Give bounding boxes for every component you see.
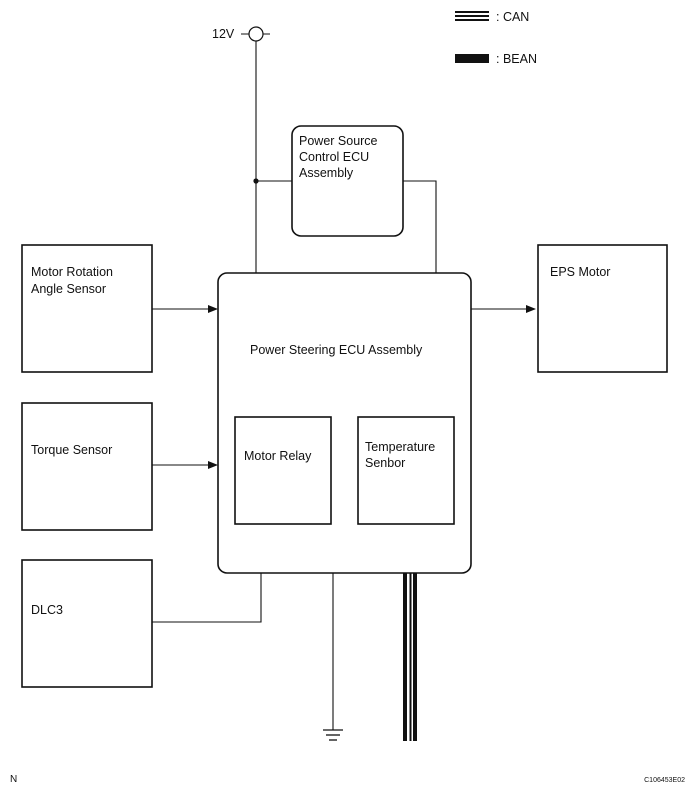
figure-code: C106453E02	[644, 777, 685, 784]
temperature-sensor-box: Temperature Senbor	[357, 416, 455, 525]
power-supply-symbol: 12V	[212, 26, 270, 42]
bus-bundle	[403, 573, 417, 741]
bean-legend-symbol	[455, 54, 489, 63]
motor-rotation-angle-sensor-label: Motor Rotation Angle Sensor	[31, 265, 116, 296]
ground-icon	[323, 729, 343, 741]
power-steering-ecu-label: Power Steering ECU Assembly	[250, 343, 423, 357]
motor-rotation-angle-sensor-box: Motor Rotation Angle Sensor	[21, 244, 153, 373]
legend: : CAN : BEAN	[455, 10, 537, 66]
can-legend-symbol	[455, 11, 489, 21]
power-source-control-ecu-box: Power Source Control ECU Assembly	[291, 125, 404, 237]
torque-sensor-box: Torque Sensor	[21, 402, 153, 531]
supply-voltage-label: 12V	[212, 27, 235, 41]
can-legend-label: : CAN	[496, 10, 529, 24]
corner-mark: N	[10, 774, 17, 785]
eps-motor-box: EPS Motor	[537, 244, 668, 373]
torque-sensor-label: Torque Sensor	[31, 443, 112, 457]
temperature-sensor-label: Temperature Senbor	[365, 440, 439, 470]
wiring	[152, 41, 536, 730]
power-source-control-ecu-label: Power Source Control ECU Assembly	[299, 134, 381, 180]
dlc3-label: DLC3	[31, 603, 63, 617]
bean-legend-label: : BEAN	[496, 52, 537, 66]
motor-relay-label: Motor Relay	[244, 449, 312, 463]
dlc3-box: DLC3	[21, 559, 153, 688]
motor-relay-box: Motor Relay	[234, 416, 332, 525]
eps-motor-label: EPS Motor	[550, 265, 610, 279]
junction-dot	[253, 178, 259, 184]
